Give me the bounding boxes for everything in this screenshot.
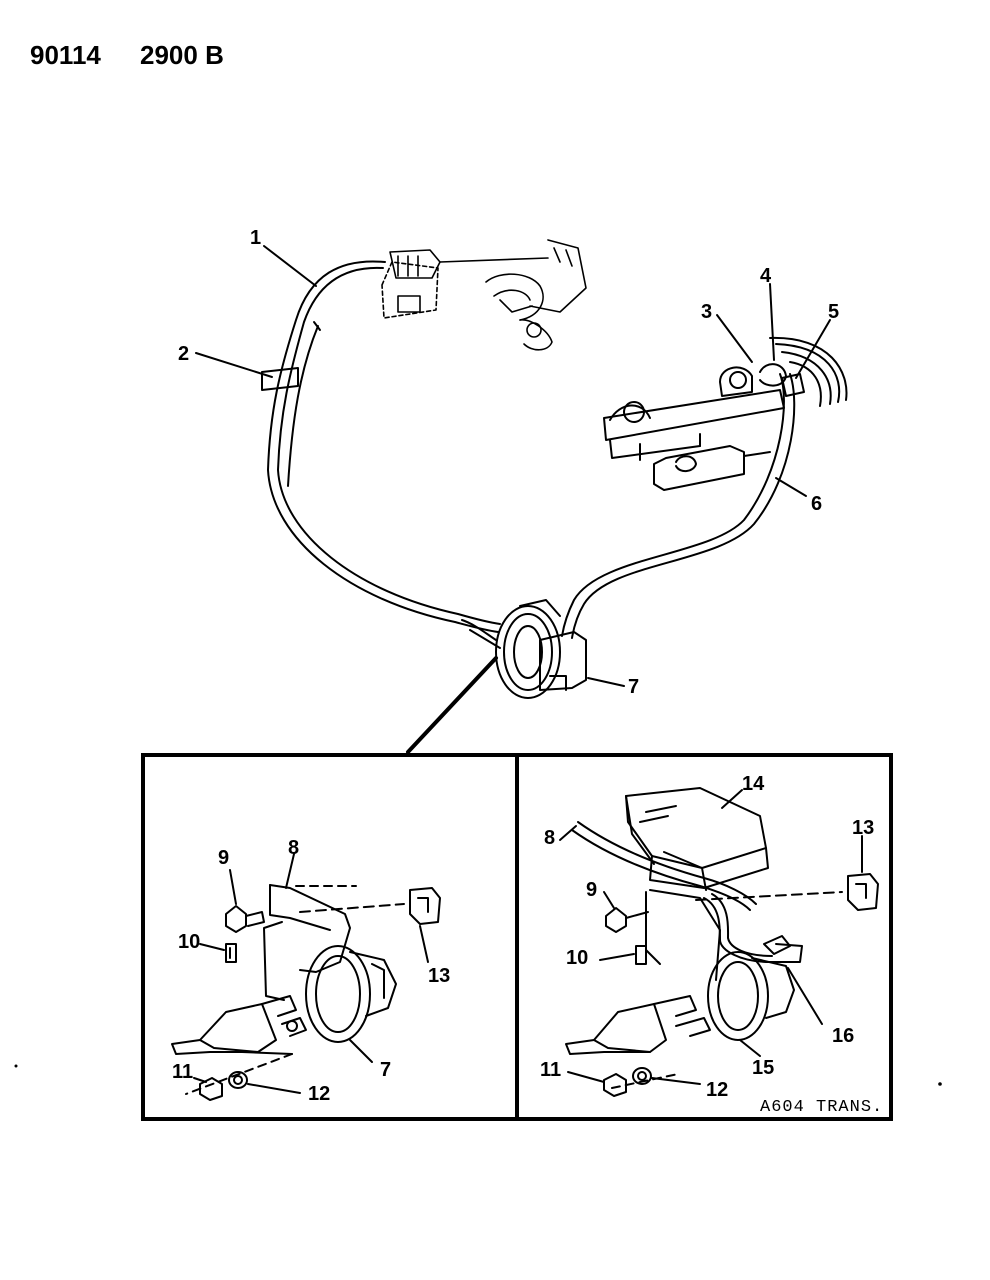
callout-right-13: 13: [852, 817, 874, 839]
inset-caption: A604 TRANS.: [760, 1098, 883, 1117]
leader-4: [769, 283, 775, 361]
callout-left-12: 12: [308, 1083, 330, 1105]
callout-right-11: 11: [540, 1059, 561, 1081]
main-assembly: [195, 239, 848, 754]
leader-6: [775, 477, 807, 497]
document-number: 90114: [30, 40, 101, 70]
callout-6: 6: [811, 493, 822, 515]
right-inset-callouts: 14 13 8 9 10 16 11 15 12 A604 TRANS.: [540, 773, 883, 1117]
shift-cable: [261, 260, 501, 633]
callout-left-13: 13: [428, 965, 450, 987]
leader-3: [716, 314, 753, 363]
left-inset-callouts: 9 8 10 13 7 11 12: [172, 837, 450, 1105]
callout-right-8: 8: [544, 827, 555, 849]
figure-code: 2900 B: [140, 40, 224, 70]
scan-speck: [938, 1082, 942, 1086]
callout-left-11: 11: [172, 1061, 193, 1083]
callout-right-9: 9: [586, 879, 597, 901]
callout-left-9: 9: [218, 847, 229, 869]
callout-left-7: 7: [380, 1059, 391, 1081]
leader-1: [263, 245, 317, 287]
callout-right-12: 12: [706, 1079, 728, 1101]
leader-7: [587, 677, 625, 687]
callout-2: 2: [178, 343, 189, 365]
callout-4: 4: [760, 265, 772, 287]
shift-lever-assembly: [381, 239, 587, 351]
callout-7: 7: [628, 676, 639, 698]
callout-1: 1: [250, 227, 261, 249]
callout-right-16: 16: [832, 1025, 854, 1047]
master-cylinder: [603, 336, 848, 491]
callout-5: 5: [828, 301, 839, 323]
leader-5: [795, 319, 831, 379]
inset-pointer: [406, 656, 498, 754]
callout-3: 3: [701, 301, 712, 323]
callout-right-15: 15: [752, 1057, 774, 1079]
main-callouts: 1 2 3 4 5 6 7: [178, 227, 839, 698]
cable-6: [561, 363, 805, 639]
callout-right-10: 10: [566, 947, 588, 969]
leader-2: [195, 352, 273, 378]
callout-left-8: 8: [288, 837, 299, 859]
actuator-7: [406, 599, 587, 754]
scan-speck: [14, 1064, 18, 1068]
callout-right-14: 14: [742, 773, 765, 795]
left-inset: [171, 853, 441, 1101]
callout-left-10: 10: [178, 931, 200, 953]
right-inset: [559, 787, 879, 1097]
